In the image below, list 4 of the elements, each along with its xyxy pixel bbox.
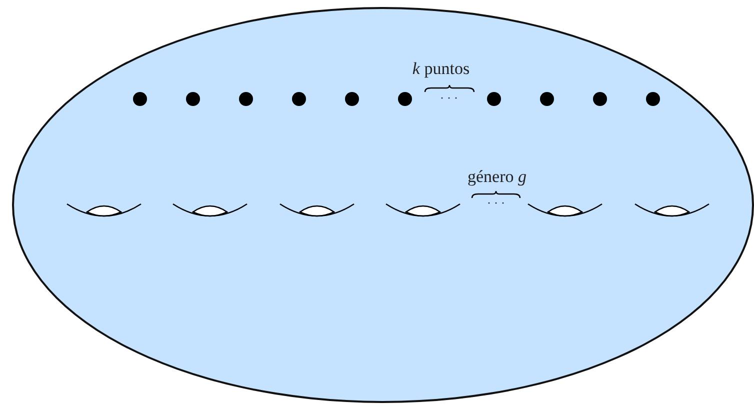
annotation-text: k puntos xyxy=(412,60,470,77)
annotation-text: género g xyxy=(468,168,526,185)
ellipsis: · · · xyxy=(440,92,458,104)
ellipsis: · · · xyxy=(487,197,505,209)
